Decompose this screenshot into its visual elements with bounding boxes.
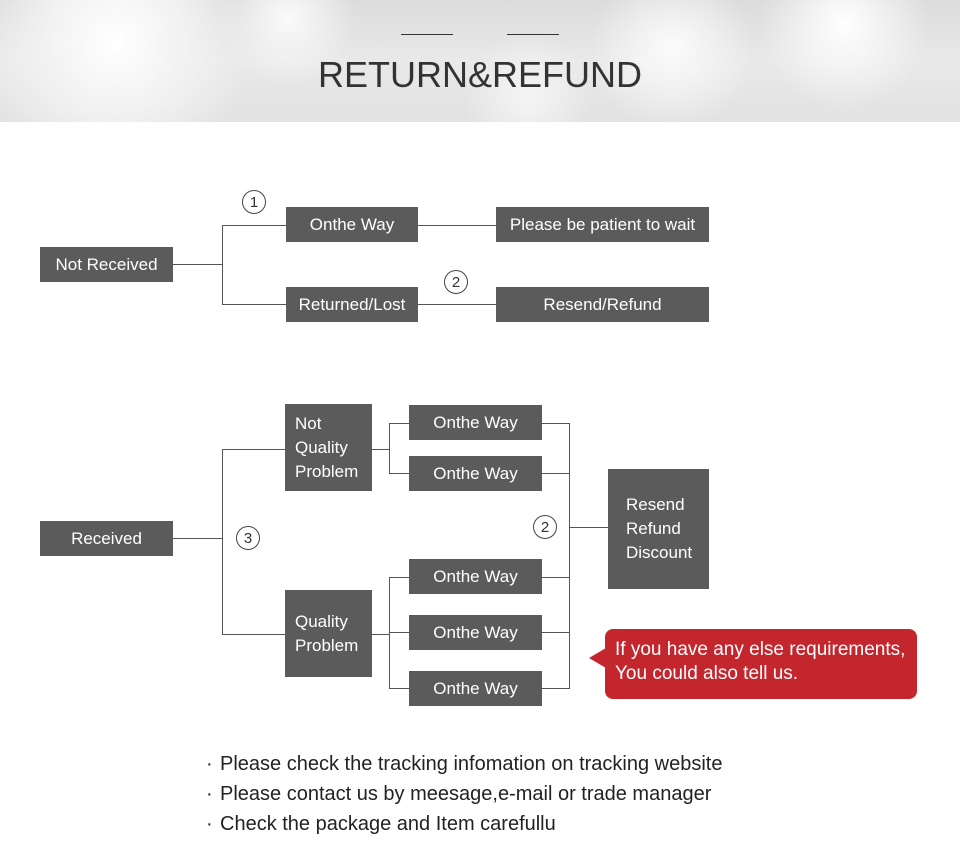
connector xyxy=(542,632,569,633)
on-the-way-node: Onthe Way xyxy=(409,671,542,706)
connector xyxy=(389,577,409,578)
contact-callout: If you have any else requirements, You c… xyxy=(605,629,917,699)
connector xyxy=(542,423,569,424)
list-item: ·Please check the tracking infomation on… xyxy=(206,753,723,775)
header-divider-left xyxy=(401,34,453,35)
header-banner: RETURN&REFUND xyxy=(0,0,960,122)
received-node: Received xyxy=(40,521,173,556)
note-text: Please check the tracking infomation on … xyxy=(220,753,723,775)
connector xyxy=(542,688,569,689)
wait-node: Please be patient to wait xyxy=(496,207,709,242)
note-text: Please contact us by meesage,e-mail or t… xyxy=(220,783,712,805)
connector xyxy=(389,688,409,689)
connector xyxy=(222,225,286,226)
step-2-marker: 2 xyxy=(533,515,557,539)
connector xyxy=(418,304,496,305)
connector xyxy=(389,577,390,689)
callout-line-1: If you have any else requirements, xyxy=(615,639,906,660)
connector xyxy=(389,423,409,424)
on-the-way-node: Onthe Way xyxy=(409,559,542,594)
not-received-node: Not Received xyxy=(40,247,173,282)
connector xyxy=(542,473,569,474)
resend-refund-discount-node: Resend Refund Discount xyxy=(608,469,709,589)
connector xyxy=(569,423,570,689)
page-title: RETURN&REFUND xyxy=(318,54,642,95)
step-1-marker: 1 xyxy=(242,190,266,214)
list-item: ·Check the package and Item carefullu xyxy=(206,813,556,835)
quality-problem-node: Quality Problem xyxy=(285,590,372,677)
notes-list: ·Please check the tracking infomation on… xyxy=(206,752,723,842)
returned-lost-node: Returned/Lost xyxy=(286,287,418,322)
connector xyxy=(569,527,608,528)
not-quality-problem-node: Not Quality Problem xyxy=(285,404,372,491)
connector xyxy=(542,577,569,578)
connector xyxy=(418,225,496,226)
list-item: ·Please contact us by meesage,e-mail or … xyxy=(206,783,712,805)
connector xyxy=(173,264,222,265)
connector xyxy=(389,632,409,633)
step-2-marker: 2 xyxy=(444,270,468,294)
connector xyxy=(173,538,222,539)
connector xyxy=(372,449,389,450)
on-the-way-node: Onthe Way xyxy=(409,405,542,440)
connector xyxy=(372,634,389,635)
header-divider-right xyxy=(507,34,559,35)
on-the-way-node: Onthe Way xyxy=(409,615,542,650)
connector xyxy=(222,449,223,635)
callout-pointer xyxy=(589,648,606,668)
on-the-way-node: Onthe Way xyxy=(409,456,542,491)
callout-line-2: You could also tell us. xyxy=(615,663,799,684)
note-text: Check the package and Item carefullu xyxy=(220,813,556,835)
connector xyxy=(222,449,285,450)
connector xyxy=(222,304,286,305)
connector xyxy=(389,473,409,474)
resend-refund-node: Resend/Refund xyxy=(496,287,709,322)
connector xyxy=(222,225,223,305)
on-the-way-node: Onthe Way xyxy=(286,207,418,242)
connector xyxy=(222,634,285,635)
connector xyxy=(389,423,390,474)
step-3-marker: 3 xyxy=(236,526,260,550)
